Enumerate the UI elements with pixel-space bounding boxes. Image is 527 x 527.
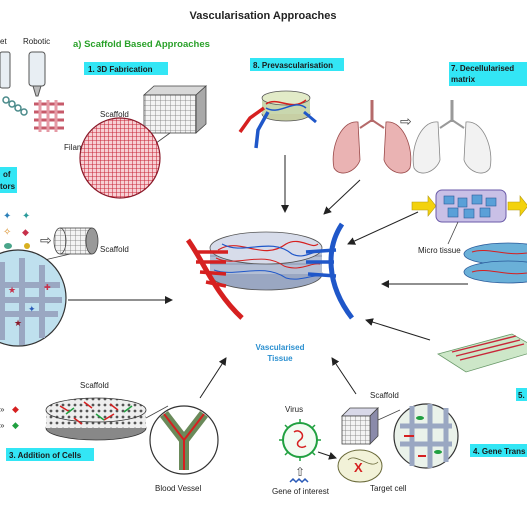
label-prevascularisation: 8. Prevascularisation — [253, 61, 333, 70]
label-growth-factors-b: tors — [0, 182, 16, 191]
label-box-growth-factors — [0, 167, 17, 193]
target-cell-label: Target cell — [370, 484, 407, 493]
growth-factor-scaffold-cylinder — [53, 227, 99, 255]
jet-droplets — [2, 96, 28, 116]
svg-text:◆: ◆ — [22, 227, 29, 237]
blood-vessel-zoom-disc — [149, 405, 219, 475]
robotic-nozzle — [28, 51, 46, 97]
robotic-label: Robotic — [23, 37, 50, 46]
svg-text:★: ★ — [14, 318, 22, 328]
svg-text:★: ★ — [8, 285, 16, 295]
micro-tissue-label: Micro tissue — [418, 246, 461, 255]
arrow-decellularised — [323, 179, 361, 215]
virus-icon — [279, 419, 321, 461]
jet-printhead — [0, 51, 11, 89]
svg-text:✧: ✧ — [3, 227, 11, 238]
prevascularised-disc — [238, 90, 317, 149]
label-box-addition-of-cells — [6, 448, 94, 461]
vascularised-label-2: Tissue — [267, 354, 293, 363]
scaffold-label-1: Scaffold — [100, 110, 129, 119]
vascularised-label-1: Vascularised — [256, 343, 305, 352]
gene-squiggle — [289, 477, 309, 484]
cell-seeded-scaffold — [45, 397, 147, 441]
label-decellularised: 7. Decellularised — [451, 64, 514, 73]
scaffold-label-2: Scaffold — [100, 245, 129, 254]
label-gene-transfer: 4. Gene Trans — [473, 447, 526, 456]
microfluidic-chip — [437, 333, 527, 373]
svg-text:◆: ◆ — [12, 420, 19, 430]
filament-zoom-disc — [79, 117, 161, 199]
label-addition-of-cells: 3. Addition of Cells — [9, 451, 82, 460]
svg-text:✚: ✚ — [44, 283, 51, 292]
arrow-gene-transfer — [331, 357, 357, 395]
blood-vessel-label: Blood Vessel — [155, 484, 201, 493]
cell-icons: ◆ ◆ » » — [0, 404, 19, 430]
scaffold-label-4: Scaffold — [370, 391, 399, 400]
lungs-decellularised — [412, 100, 492, 174]
arrow-microfluidic-chip — [365, 318, 431, 341]
label-box-gene-transfer — [470, 444, 527, 457]
svg-text:◆: ◆ — [12, 404, 19, 414]
micro-tissue-sheets — [463, 242, 527, 284]
decell-arrow: ⇨ — [400, 113, 412, 129]
svg-text:✦: ✦ — [28, 304, 36, 314]
label-matrix: matrix — [451, 75, 476, 84]
virus-to-cell-arrow — [317, 451, 337, 460]
arrow-micro-tissue — [347, 211, 419, 245]
growth-factor-arrow: ⇨ — [40, 232, 52, 248]
label-box-decellularised-matrix — [449, 62, 527, 86]
jet-label: et — [0, 37, 7, 46]
label-box-5 — [516, 388, 527, 401]
robotic-filament-mesh — [34, 100, 64, 132]
gene-scaffold-cube — [341, 407, 379, 445]
label-5: 5. — [518, 391, 525, 400]
gene-of-interest-label: Gene of interest — [272, 487, 330, 496]
label-3d-fabrication: 1. 3D Fabrication — [88, 65, 153, 74]
micro-tissue-chamber — [411, 189, 527, 223]
label-growth-factors-a: of — [3, 170, 11, 179]
gene-zoom-disc — [393, 403, 459, 469]
scaffold-label-3: Scaffold — [80, 381, 109, 390]
virus-up-arrow: ⇧ — [295, 465, 305, 479]
vascularised-tissue — [185, 222, 354, 320]
lungs-native — [332, 100, 412, 174]
svg-text:»: » — [0, 421, 5, 430]
svg-text:»: » — [0, 405, 5, 414]
target-cell-icon — [337, 449, 383, 483]
label-box-prevascularisation — [250, 58, 344, 71]
zoom-line-3 — [145, 405, 169, 419]
scaffold-cube — [142, 85, 208, 134]
micro-tissue-pointer — [447, 221, 459, 245]
growth-factor-zoom-disc: ★ ✦ ✚ ★ — [0, 249, 67, 347]
svg-text:✦: ✦ — [3, 211, 11, 222]
label-box-3d-fabrication — [84, 62, 168, 75]
svg-text:✦: ✦ — [22, 211, 30, 222]
diagram-title: Vascularisation Approaches — [190, 10, 337, 22]
arrow-addition-of-cells — [199, 357, 227, 399]
diagram-subtitle: a) Scaffold Based Approaches — [73, 39, 210, 50]
target-cell-marker: X — [354, 460, 363, 475]
zoom-line-4 — [377, 409, 401, 421]
virus-label: Virus — [285, 405, 303, 414]
